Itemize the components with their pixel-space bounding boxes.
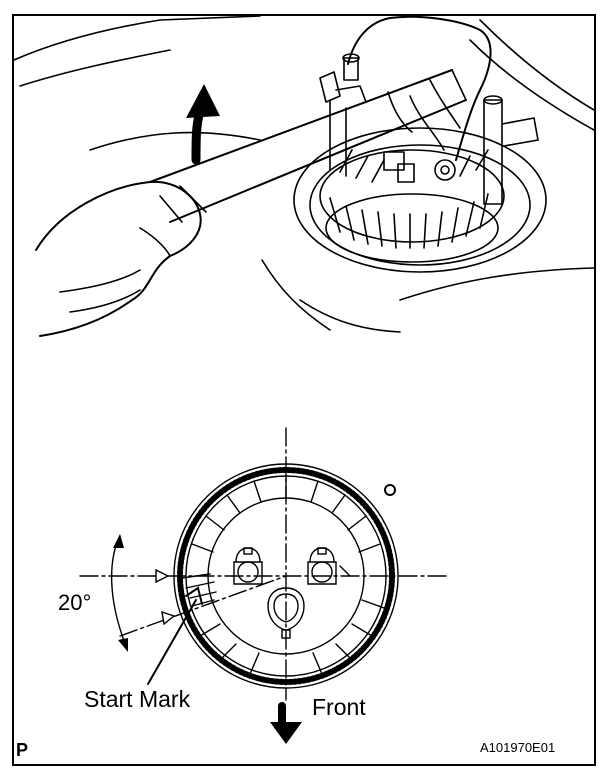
angle-label: 20° [58, 590, 92, 615]
upper-illustration [13, 15, 595, 337]
corner-mark: P [16, 740, 29, 760]
figure-frame [12, 14, 596, 766]
front-label: Front [312, 694, 366, 720]
figure-id: A101970E01 [480, 740, 556, 755]
lower-diagram [79, 427, 449, 744]
start-mark-label: Start Mark [84, 686, 191, 712]
